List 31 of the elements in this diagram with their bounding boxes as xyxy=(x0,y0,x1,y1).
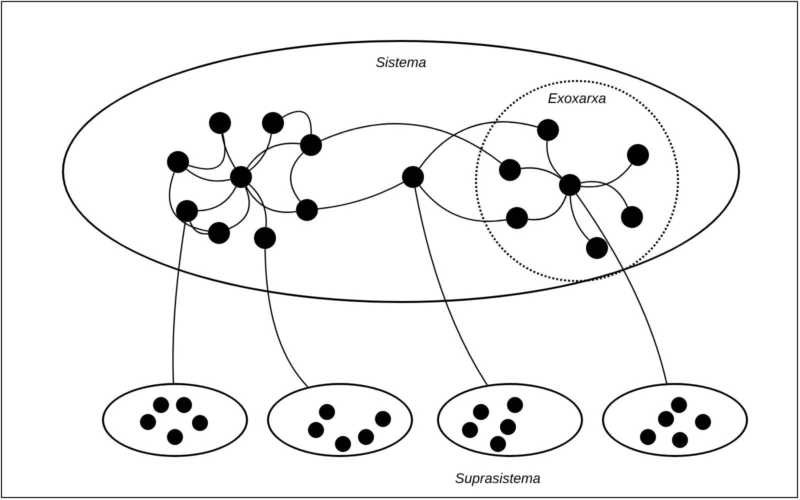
ellipse-label: Exoxarxa xyxy=(548,89,606,108)
connector-line xyxy=(186,168,230,182)
connector-line xyxy=(418,121,538,168)
connector-line xyxy=(264,248,308,388)
connector-line xyxy=(188,134,226,170)
connector-line xyxy=(248,184,267,228)
diagram-label: Suprasistema xyxy=(455,469,541,488)
connector-line xyxy=(249,134,272,171)
connector-line xyxy=(414,188,488,386)
connector-line xyxy=(168,172,208,232)
connector-line xyxy=(290,152,304,202)
connector-line xyxy=(520,167,562,180)
connector-line xyxy=(576,194,668,384)
connector-line xyxy=(172,222,186,384)
connector-line xyxy=(528,195,567,220)
connector-line xyxy=(282,110,312,134)
connector-line xyxy=(570,196,590,241)
connector-line xyxy=(246,142,300,168)
connector-line xyxy=(320,123,502,164)
system-ellipse xyxy=(62,40,740,303)
connector-line xyxy=(228,186,250,230)
connector-line xyxy=(318,182,404,210)
connector-line xyxy=(198,186,237,212)
connector-line xyxy=(419,185,506,222)
ellipse-label: Sistema xyxy=(376,53,426,72)
connector-line xyxy=(546,140,562,178)
connector-line xyxy=(190,221,208,234)
connector-line xyxy=(246,186,296,213)
connector-line xyxy=(221,134,236,168)
connector-line xyxy=(580,181,628,208)
connector-line xyxy=(580,164,632,188)
